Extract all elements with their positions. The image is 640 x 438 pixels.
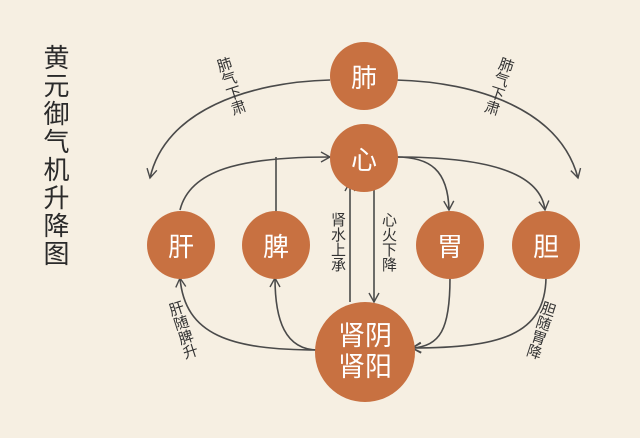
arc-fei-right: [395, 79, 582, 180]
arc-shen-pi: [269, 276, 319, 351]
arc-wei-shen: [410, 277, 451, 353]
node-pi: 脾: [242, 211, 310, 279]
node-dan: 胆: [512, 211, 580, 279]
node-shen: 肾阴 肾阳: [315, 302, 415, 402]
node-yin: 阴: [365, 321, 392, 352]
arc-dan-shen: [410, 277, 547, 354]
diagram-title: 黄元御气机升降图: [39, 44, 69, 268]
node-gan: 肝: [147, 211, 215, 279]
label-xin-huo: 心火下降: [380, 212, 398, 272]
arc-xin-wei: [395, 156, 455, 212]
arc-fei-left: [146, 79, 331, 180]
node-yang: 阳: [365, 352, 392, 383]
arc-gan-xin: [179, 151, 332, 211]
node-shen-yin: 肾: [338, 321, 365, 352]
label-shen-shui: 肾水上承: [329, 212, 347, 272]
node-wei: 胃: [416, 211, 484, 279]
arc-xin-dan: [395, 156, 550, 212]
arc-shen-gan: [175, 276, 319, 351]
node-xin: 心: [330, 124, 398, 192]
node-shen-yang: 肾: [338, 352, 365, 383]
node-fei: 肺: [330, 42, 398, 110]
